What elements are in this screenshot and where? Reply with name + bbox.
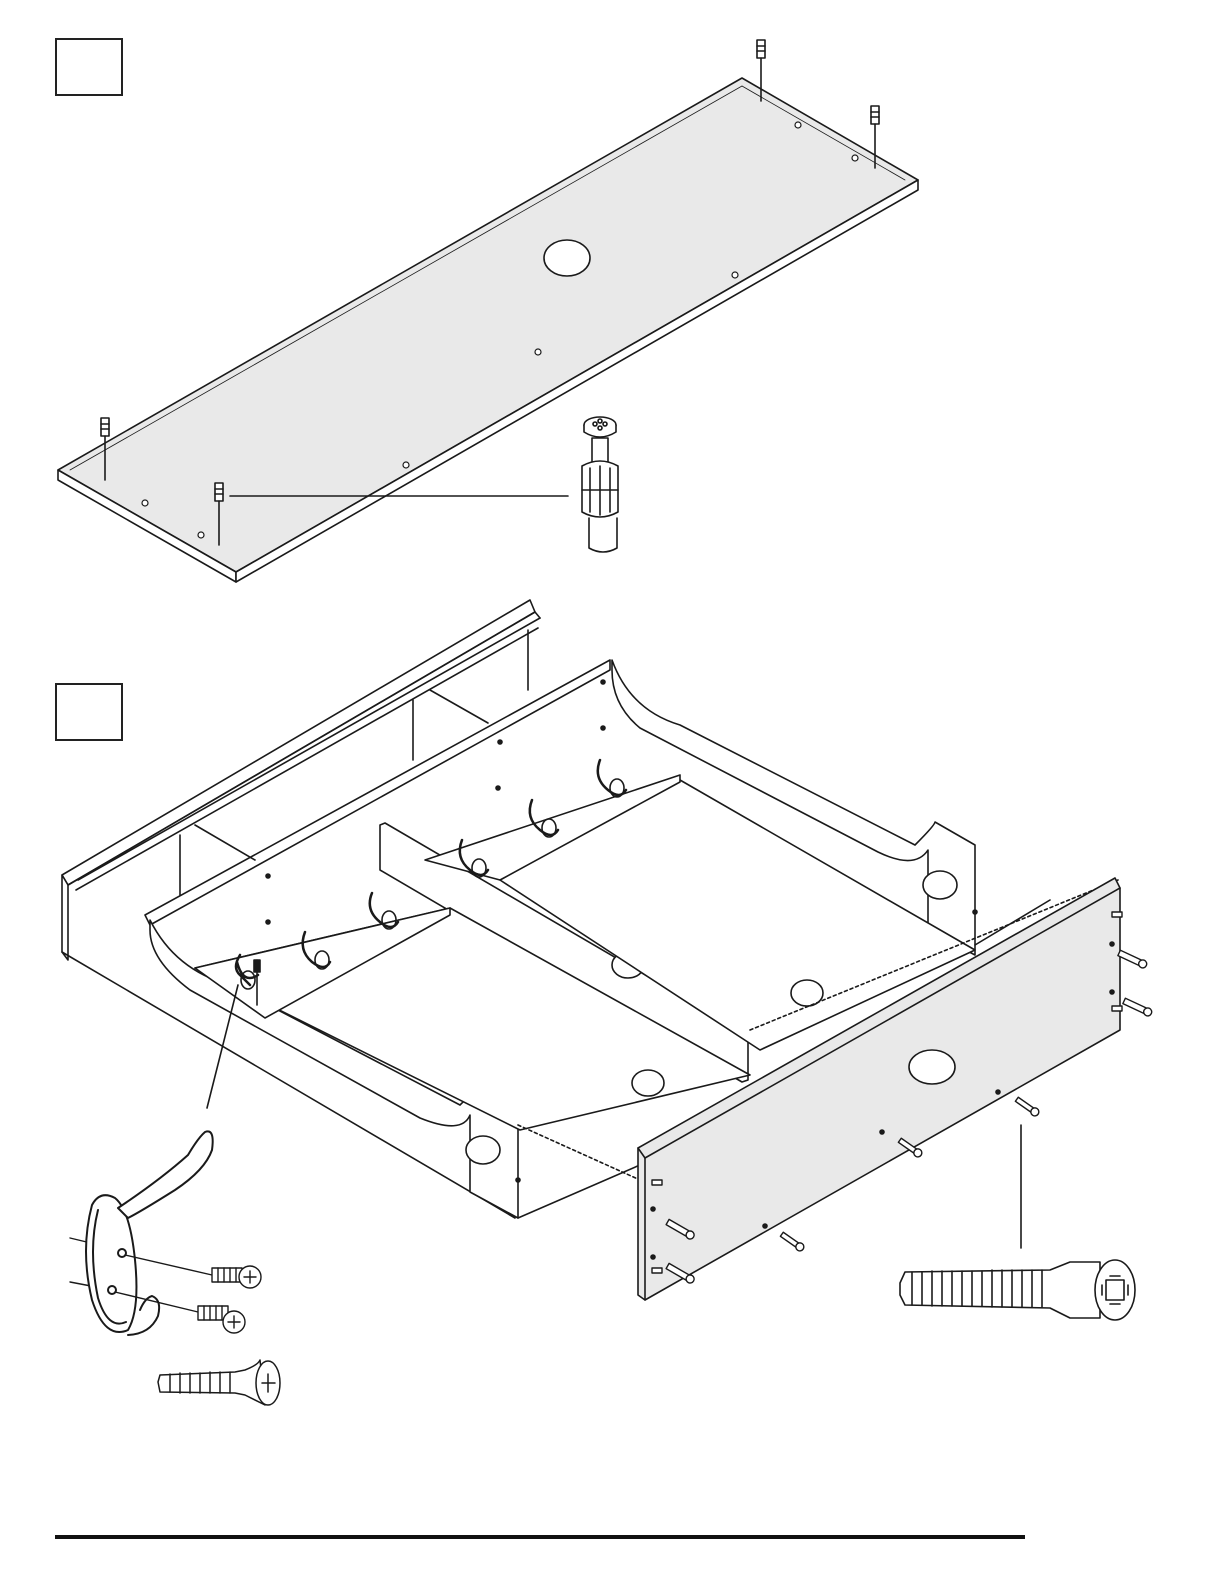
cam-dowel-icon — [582, 417, 618, 552]
drawer-assembly — [62, 600, 1118, 1218]
coat-hook-icon — [70, 1131, 213, 1335]
top-panel — [58, 78, 918, 582]
center-hole — [544, 240, 590, 276]
coat-hook-icon — [598, 760, 626, 797]
wood-screw-icon — [125, 1255, 261, 1288]
wood-screw-icon — [158, 1360, 280, 1405]
page-footer-rule — [55, 1535, 1025, 1539]
cam-bolt-icon — [900, 1260, 1135, 1320]
